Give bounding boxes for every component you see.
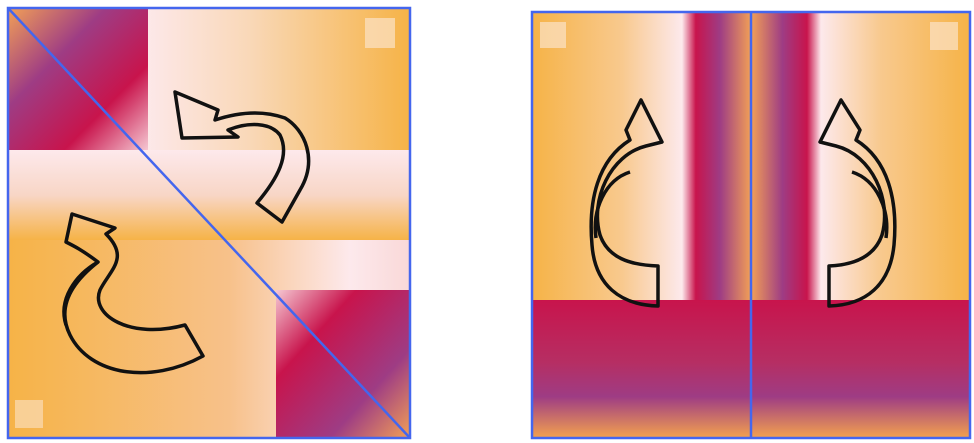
right-right-bottom-band	[751, 300, 970, 438]
right-left-bottom-band	[532, 300, 751, 438]
left-highlight-top	[365, 18, 395, 48]
right-right-half-orange	[821, 12, 970, 302]
right-left-half-orange	[532, 12, 682, 302]
right-highlight-tl	[540, 22, 566, 48]
right-highlight-tr	[930, 22, 958, 50]
left-highlight-bottom	[15, 400, 43, 428]
